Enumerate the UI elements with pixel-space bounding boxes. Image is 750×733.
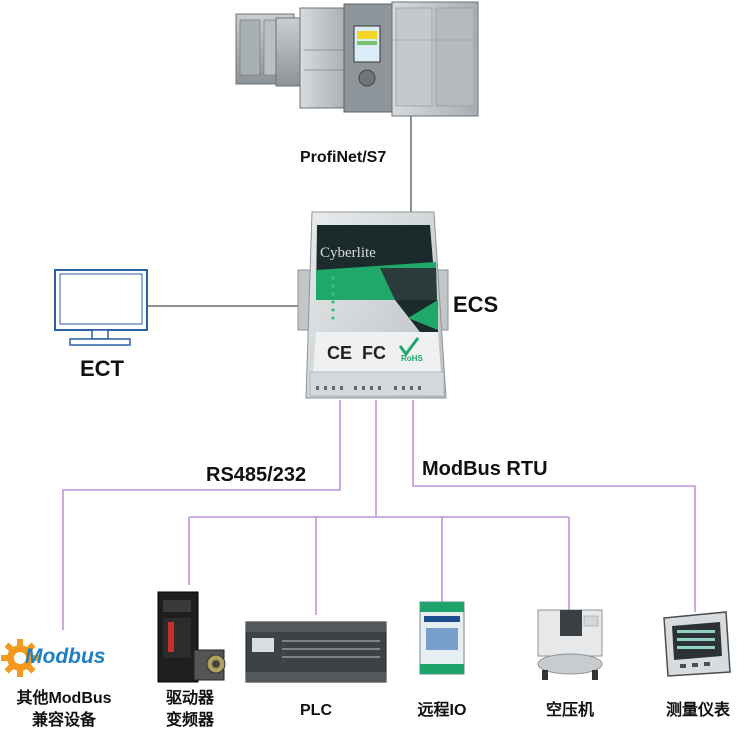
device-label-drive: 驱动器 变频器 xyxy=(165,690,214,729)
gateway-rohs-mark: RoHS xyxy=(401,354,423,363)
modbus-rtu-line xyxy=(412,400,696,612)
device-label-meter: 测量仪表 xyxy=(665,702,730,719)
device-label-remote-io: 远程IO xyxy=(417,702,467,719)
ect-label: ECT xyxy=(80,356,124,381)
rs485-label: RS485/232 xyxy=(206,464,307,486)
modbus-rtu-label: ModBus RTU xyxy=(422,458,548,480)
gateway-ce-mark: CE xyxy=(327,343,353,363)
rs485-line xyxy=(62,400,341,630)
device-label-other-modbus: 其他ModBus 兼容设备 xyxy=(16,690,112,729)
gateway-brand: Cyberlite xyxy=(320,245,376,261)
modbus-logo-text: Modbus xyxy=(25,645,106,668)
device-label-plc: PLC xyxy=(300,702,332,719)
profinet-label: ProfiNet/S7 xyxy=(300,149,387,166)
device-label-compressor: 空压机 xyxy=(545,702,594,719)
gateway-fc-mark: FC xyxy=(362,343,386,363)
ecs-label: ECS xyxy=(453,292,499,317)
